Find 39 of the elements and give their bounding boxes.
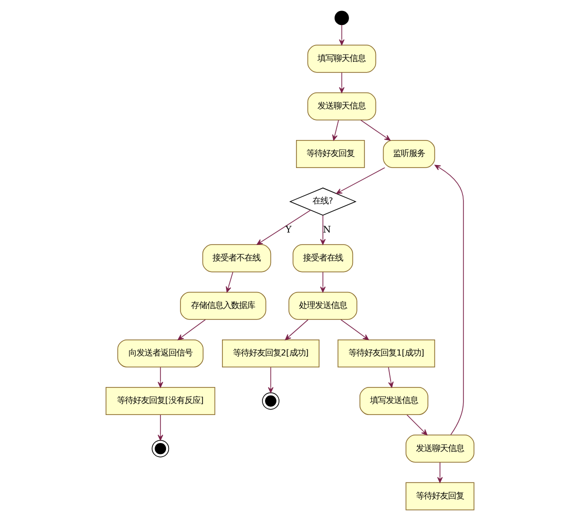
arrow	[320, 272, 326, 292]
node-box: 等待好友回复	[406, 482, 474, 510]
arrow	[320, 215, 326, 245]
arrow	[360, 120, 390, 141]
arrow	[406, 414, 428, 436]
arrow	[336, 167, 386, 194]
node-box: 接受者在线	[292, 244, 354, 272]
node-box: 处理发送信息	[288, 292, 358, 320]
node-box: 填写聊天信息	[307, 44, 376, 73]
edge-label: N	[323, 225, 331, 236]
arrow	[158, 414, 164, 441]
node-box: 接受者不在线	[202, 244, 272, 272]
arrow	[268, 366, 274, 394]
node-box: 向发送者返回信号	[117, 339, 204, 368]
edge-label: Y	[285, 225, 292, 236]
node-box: 发送聊天信息	[406, 434, 474, 463]
arrow	[340, 319, 369, 340]
arrow	[434, 164, 464, 436]
arrow	[256, 210, 311, 245]
node-circle	[262, 392, 280, 410]
node-box: 等待好友回复[没有反应]	[106, 387, 216, 416]
node-box: 监听服务	[382, 140, 436, 168]
node-circle	[334, 10, 349, 26]
arrow	[437, 462, 443, 483]
node-box: 存储信息入数据库	[180, 292, 266, 320]
node-box: 等待好友回复	[296, 140, 365, 168]
arrow	[339, 24, 345, 46]
node-box: 发送聊天信息	[307, 92, 376, 120]
node-circle	[152, 440, 170, 458]
arrow	[339, 72, 345, 94]
node-box: 等待好友回复1[成功]	[338, 339, 436, 368]
arrow	[178, 319, 206, 340]
node-box: 填写发送信息	[360, 387, 428, 416]
arrow	[332, 120, 339, 141]
arrow	[158, 366, 164, 388]
node-box: 等待好友回复2[成功]	[222, 339, 320, 368]
arrow	[388, 366, 394, 388]
arrow	[285, 319, 308, 340]
arrow	[226, 272, 234, 292]
